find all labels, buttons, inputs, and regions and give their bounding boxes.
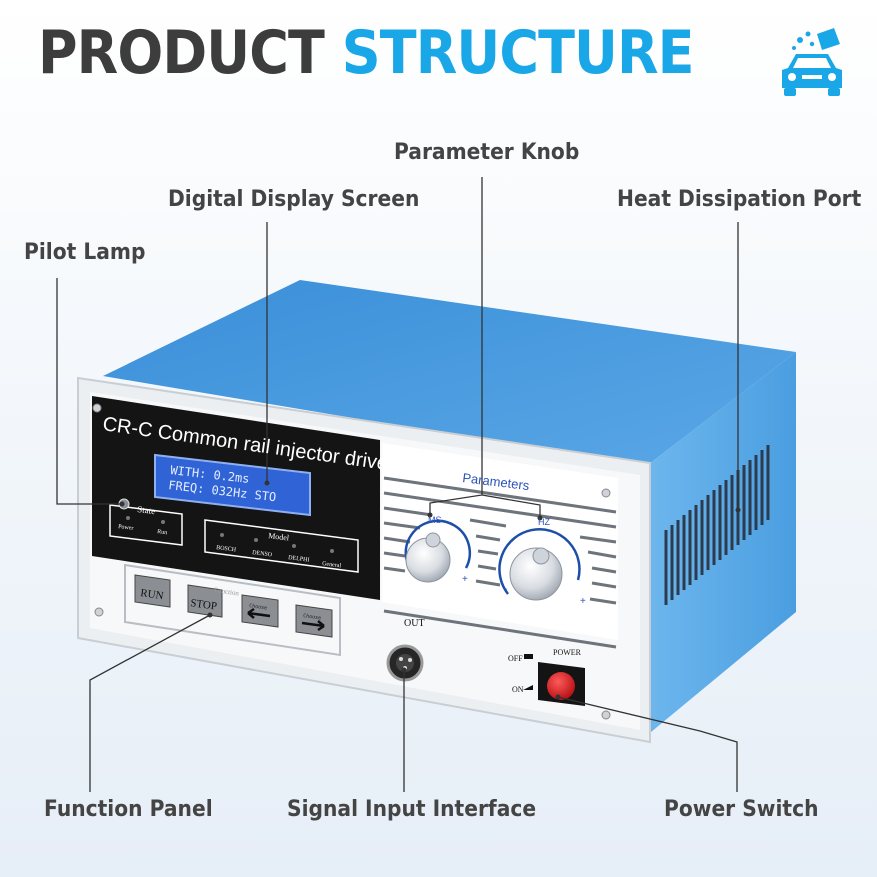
title-word-product: PRODUCT bbox=[38, 18, 325, 88]
button-choose-left-label: Choose bbox=[249, 603, 268, 611]
callout-power-switch: Power Switch bbox=[664, 797, 819, 822]
case-top bbox=[103, 280, 796, 467]
model-item-denso: DENSO bbox=[252, 550, 273, 558]
callout-function-panel: Function Panel bbox=[44, 797, 213, 822]
knob-hz bbox=[509, 547, 563, 601]
knob-hz-plus: + bbox=[580, 596, 586, 607]
parameters-panel bbox=[382, 443, 618, 640]
power-label: POWER bbox=[553, 648, 582, 657]
page-title: PRODUCT STRUCTURE bbox=[38, 18, 695, 88]
state-box bbox=[109, 504, 183, 546]
callout-heat-port: Heat Dissipation Port bbox=[617, 187, 862, 212]
state-label: State bbox=[137, 504, 156, 516]
function-box bbox=[124, 563, 341, 657]
callout-pilot-lamp: Pilot Lamp bbox=[24, 240, 146, 265]
run-button-shape bbox=[134, 574, 171, 608]
car-wash-icon bbox=[782, 28, 842, 96]
parameter-stripes bbox=[383, 476, 617, 649]
callout-digital-display: Digital Display Screen bbox=[168, 187, 420, 212]
off-label: OFF bbox=[508, 654, 523, 663]
model-item-bosch: BOSCH bbox=[216, 545, 237, 553]
model-item-general: General bbox=[322, 561, 342, 569]
out-label: OUT bbox=[404, 618, 425, 629]
button-run-label: RUN bbox=[140, 587, 165, 602]
callout-signal-input: Signal Input Interface bbox=[287, 797, 537, 822]
knob-ms-label: MS bbox=[428, 515, 442, 525]
knob-hz-label: HZ bbox=[538, 517, 550, 527]
callout-parameter-knob: Parameter Knob bbox=[394, 140, 580, 165]
function-label: Function bbox=[214, 586, 240, 597]
state-item-power: Power bbox=[118, 524, 134, 532]
knob-ms-plus: + bbox=[462, 574, 468, 585]
lcd-screen bbox=[154, 453, 311, 517]
on-label: ON bbox=[512, 685, 524, 694]
model-item-delphi: DELPHI bbox=[288, 555, 310, 564]
knob-hz-minus: - bbox=[504, 584, 507, 595]
stop-button-shape bbox=[187, 584, 223, 618]
title-word-structure: STRUCTURE bbox=[341, 18, 695, 88]
model-label: Model bbox=[268, 531, 291, 543]
button-stop-label: STOP bbox=[190, 597, 218, 613]
power-switch-button bbox=[547, 672, 575, 700]
model-box bbox=[204, 519, 359, 573]
button-choose-right-label: Choose bbox=[303, 613, 322, 621]
leader-lines bbox=[56, 177, 739, 792]
state-item-run: Run bbox=[157, 529, 168, 536]
